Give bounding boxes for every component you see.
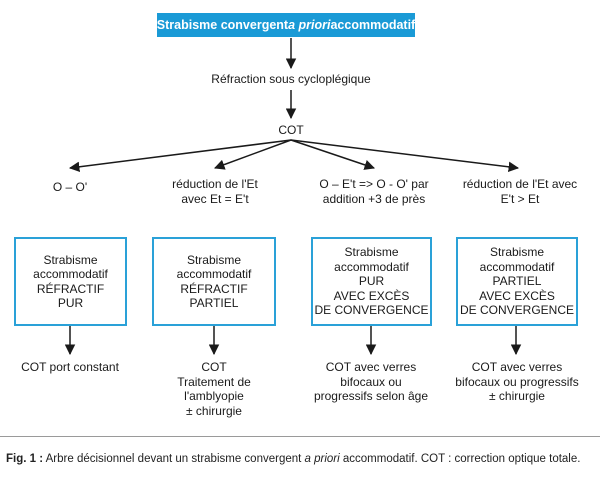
outcome-line: progressifs selon âge — [313, 389, 429, 403]
outcome-line: COT — [201, 360, 227, 374]
box-line: accommodatif — [334, 259, 409, 274]
arrow-cot-to-branch-3 — [290, 139, 375, 170]
branch-1-box: Strabisme accommodatif RÉFRACTIF PUR — [14, 237, 127, 326]
caption-label: Fig. 1 : — [6, 453, 44, 465]
box-line: RÉFRACTIF — [180, 281, 248, 296]
figure-caption: Fig. 1 : Arbre décisionnel devant un str… — [6, 452, 594, 466]
caption-text-before: Arbre décisionnel devant un strabisme co… — [43, 453, 305, 465]
box-line: PUR — [358, 274, 385, 289]
caption-text-italic: a priori — [304, 453, 340, 465]
outcome-line: bifocaux ou — [340, 374, 402, 389]
box-line: AVEC EXCÈS — [479, 288, 555, 303]
outcome-line: ± chirurgie — [186, 403, 242, 418]
box-line: PUR — [57, 296, 84, 310]
condition-line: addition +3 de près — [322, 191, 426, 206]
branch-1-condition: O – O' — [30, 180, 110, 195]
branch-2-condition: réduction de l'Et avec Et = E't — [150, 177, 280, 206]
condition-line: O – O' — [52, 180, 88, 194]
caption-text-after: accommodatif. COT : correction optique t… — [339, 453, 581, 465]
condition-line: E't > Et — [500, 191, 540, 206]
outcome-line: ± chirurgie — [489, 389, 545, 403]
branch-2-outcome: COT Traitement de l'amblyopie ± chirurgi… — [150, 360, 278, 418]
box-line: accommodatif — [176, 267, 252, 281]
box-line: Strabisme — [43, 252, 98, 267]
condition-line: réduction de l'Et — [172, 177, 258, 191]
arrow-cot-to-branch-2 — [214, 139, 292, 170]
outcome-line: COT avec verres — [325, 360, 417, 374]
outcome-line: Traitement de — [177, 374, 251, 389]
outcome-line: bifocaux ou progressifs — [455, 374, 579, 389]
condition-line: réduction de l'Et avec — [462, 177, 578, 191]
branch-4-outcome: COT avec verres bifocaux ou progressifs … — [446, 360, 588, 404]
refraction-step: Réfraction sous cycloplégique — [211, 72, 371, 86]
title-text-before: Strabisme convergent — [156, 18, 289, 32]
box-line: DE CONVERGENCE — [459, 303, 575, 318]
cot-step: COT — [278, 123, 304, 137]
caption-divider — [0, 436, 600, 437]
arrow-cot-to-branch-1 — [68, 139, 292, 173]
box-line: AVEC EXCÈS — [333, 288, 410, 303]
branch-4-box: Strabisme accommodatif PARTIEL AVEC EXCÈ… — [456, 237, 578, 326]
box-line: PARTIEL — [189, 296, 239, 310]
condition-line: avec Et = E't — [181, 191, 249, 206]
box-line: Strabisme — [489, 245, 545, 260]
box-line: RÉFRACTIF — [36, 281, 105, 296]
title-text-after: accommodatif — [330, 18, 416, 32]
title-text-italic: a priori — [288, 18, 331, 32]
box-line: accommodatif — [33, 267, 108, 281]
box-line: Strabisme — [344, 245, 399, 260]
branch-1-outcome: COT port constant — [10, 360, 130, 375]
branch-3-box: Strabisme accommodatif PUR AVEC EXCÈS DE… — [311, 237, 432, 326]
outcome-line: COT avec verres — [471, 360, 563, 374]
branch-3-outcome: COT avec verres bifocaux ou progressifs … — [301, 360, 441, 404]
arrow-cot-to-branch-4 — [290, 139, 520, 173]
box-line: accommodatif — [479, 259, 555, 274]
title-box: Strabisme convergent a priori accommodat… — [157, 13, 415, 37]
branch-2-box: Strabisme accommodatif RÉFRACTIF PARTIEL — [152, 237, 276, 326]
outcome-line: COT port constant — [21, 360, 119, 374]
branch-4-condition: réduction de l'Et avec E't > Et — [450, 177, 590, 206]
box-line: PARTIEL — [492, 274, 542, 289]
box-line: DE CONVERGENCE — [314, 303, 429, 318]
condition-line: O – E't => O - O' par — [319, 177, 429, 191]
outcome-line: l'amblyopie — [184, 389, 244, 403]
box-line: Strabisme — [186, 252, 241, 267]
branch-3-condition: O – E't => O - O' par addition +3 de prè… — [306, 177, 442, 206]
